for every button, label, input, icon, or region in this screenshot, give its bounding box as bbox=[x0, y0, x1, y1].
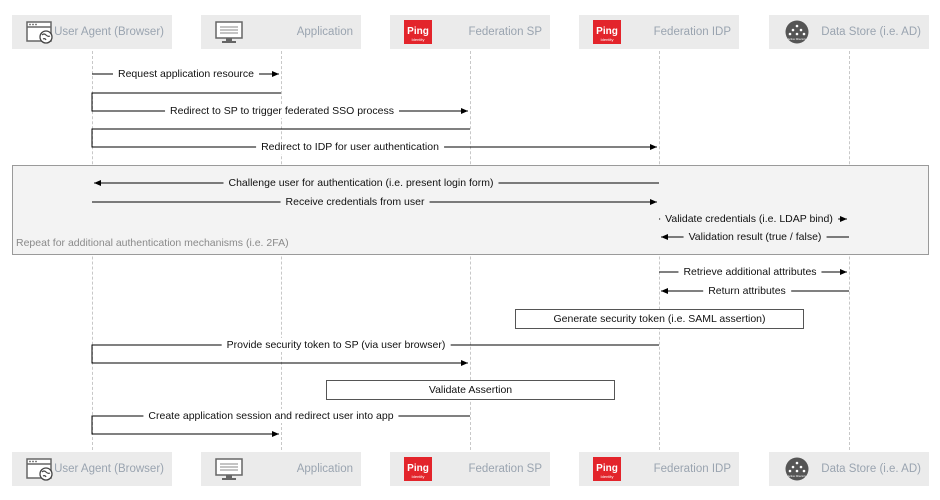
actor-label: Data Store (i.e. AD) bbox=[821, 463, 921, 475]
actor-label: User Agent (Browser) bbox=[54, 26, 164, 38]
actor-label: Federation SP bbox=[468, 26, 542, 38]
svg-text:Identity: Identity bbox=[412, 474, 425, 479]
ping-logo-icon: Ping Identity bbox=[593, 457, 621, 481]
message-label: Redirect to SP to trigger federated SSO … bbox=[165, 104, 399, 118]
message-label: Validate credentials (i.e. LDAP bind) bbox=[660, 212, 838, 226]
note-validate-assertion: Validate Assertion bbox=[326, 380, 615, 400]
ping-logo-icon: Ping Identity bbox=[404, 457, 432, 481]
svg-text:Ping: Ping bbox=[596, 26, 618, 37]
actor-federation-sp-top: Ping Identity Federation SP bbox=[390, 15, 550, 49]
svg-text:Ping: Ping bbox=[596, 463, 618, 474]
actor-label: User Agent (Browser) bbox=[54, 463, 164, 475]
ping-logo-icon: Ping Identity bbox=[404, 20, 432, 44]
svg-text:Identity: Identity bbox=[412, 37, 425, 42]
monitor-icon bbox=[215, 21, 243, 43]
svg-text:Ping: Ping bbox=[407, 26, 429, 37]
actor-federation-idp-bottom: Ping Identity Federation IDP bbox=[579, 452, 739, 486]
message-label: Create application session and redirect … bbox=[143, 409, 399, 423]
monitor-icon bbox=[215, 458, 243, 480]
browser-icon bbox=[26, 21, 53, 44]
message-label: Redirect to IDP for user authentication bbox=[256, 140, 444, 154]
ping-logo-icon: Ping Identity bbox=[593, 20, 621, 44]
svg-text:Identity: Identity bbox=[601, 474, 614, 479]
actor-label: Data Store (i.e. AD) bbox=[821, 26, 921, 38]
message-label: Retrieve additional attributes bbox=[678, 265, 822, 279]
svg-text:Ping: Ping bbox=[407, 463, 429, 474]
actor-data-store-bottom: Active Directory Data Store (i.e. AD) bbox=[769, 452, 929, 486]
svg-text:Active Directory: Active Directory bbox=[788, 37, 807, 41]
actor-federation-sp-bottom: Ping Identity Federation SP bbox=[390, 452, 550, 486]
svg-text:Identity: Identity bbox=[601, 37, 614, 42]
actor-user-agent-bottom: User Agent (Browser) bbox=[12, 452, 172, 486]
actor-application-bottom: Application bbox=[201, 452, 361, 486]
actor-label: Federation IDP bbox=[653, 26, 731, 38]
message-label: Return attributes bbox=[703, 284, 791, 298]
browser-icon bbox=[26, 458, 53, 481]
svg-text:Active Directory: Active Directory bbox=[788, 474, 807, 478]
message-label: Provide security token to SP (via user b… bbox=[221, 338, 451, 352]
actor-label: Application bbox=[296, 463, 353, 475]
directory-icon: Active Directory bbox=[785, 457, 809, 481]
actor-federation-idp-top: Ping Identity Federation IDP bbox=[579, 15, 739, 49]
loop-label: Repeat for additional authentication mec… bbox=[16, 237, 289, 249]
message-label: Request application resource bbox=[113, 67, 259, 81]
actor-label: Application bbox=[296, 26, 353, 38]
note-generate-token: Generate security token (i.e. SAML asser… bbox=[515, 309, 804, 329]
directory-icon: Active Directory bbox=[785, 20, 809, 44]
actor-label: Federation SP bbox=[468, 463, 542, 475]
message-label: Validation result (true / false) bbox=[683, 230, 827, 244]
message-label: Receive credentials from user bbox=[280, 195, 430, 209]
actor-label: Federation IDP bbox=[653, 463, 731, 475]
message-label: Challenge user for authentication (i.e. … bbox=[223, 176, 499, 190]
actor-user-agent-top: User Agent (Browser) bbox=[12, 15, 172, 49]
actor-application-top: Application bbox=[201, 15, 361, 49]
actor-data-store-top: Active Directory Data Store (i.e. AD) bbox=[769, 15, 929, 49]
